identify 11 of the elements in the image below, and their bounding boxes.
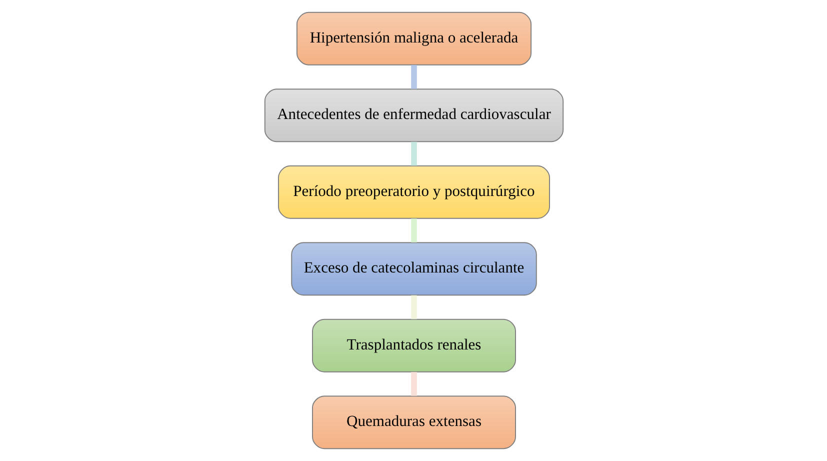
node-box: Hipertensión maligna o acelerada [296,12,532,66]
node-box: Quemaduras extensas [312,396,516,450]
node-box: Exceso de catecolaminas circulante [290,242,536,296]
connector [410,218,416,242]
node-box: Trasplantados renales [312,318,516,372]
connector [410,372,416,396]
connector [410,65,416,89]
node-box: Período preoperatorio y postquirúrgico [278,165,550,219]
connector [410,142,416,166]
node-box: Antecedentes de enfermedad cardiovascular [264,88,564,142]
connector [410,295,416,320]
